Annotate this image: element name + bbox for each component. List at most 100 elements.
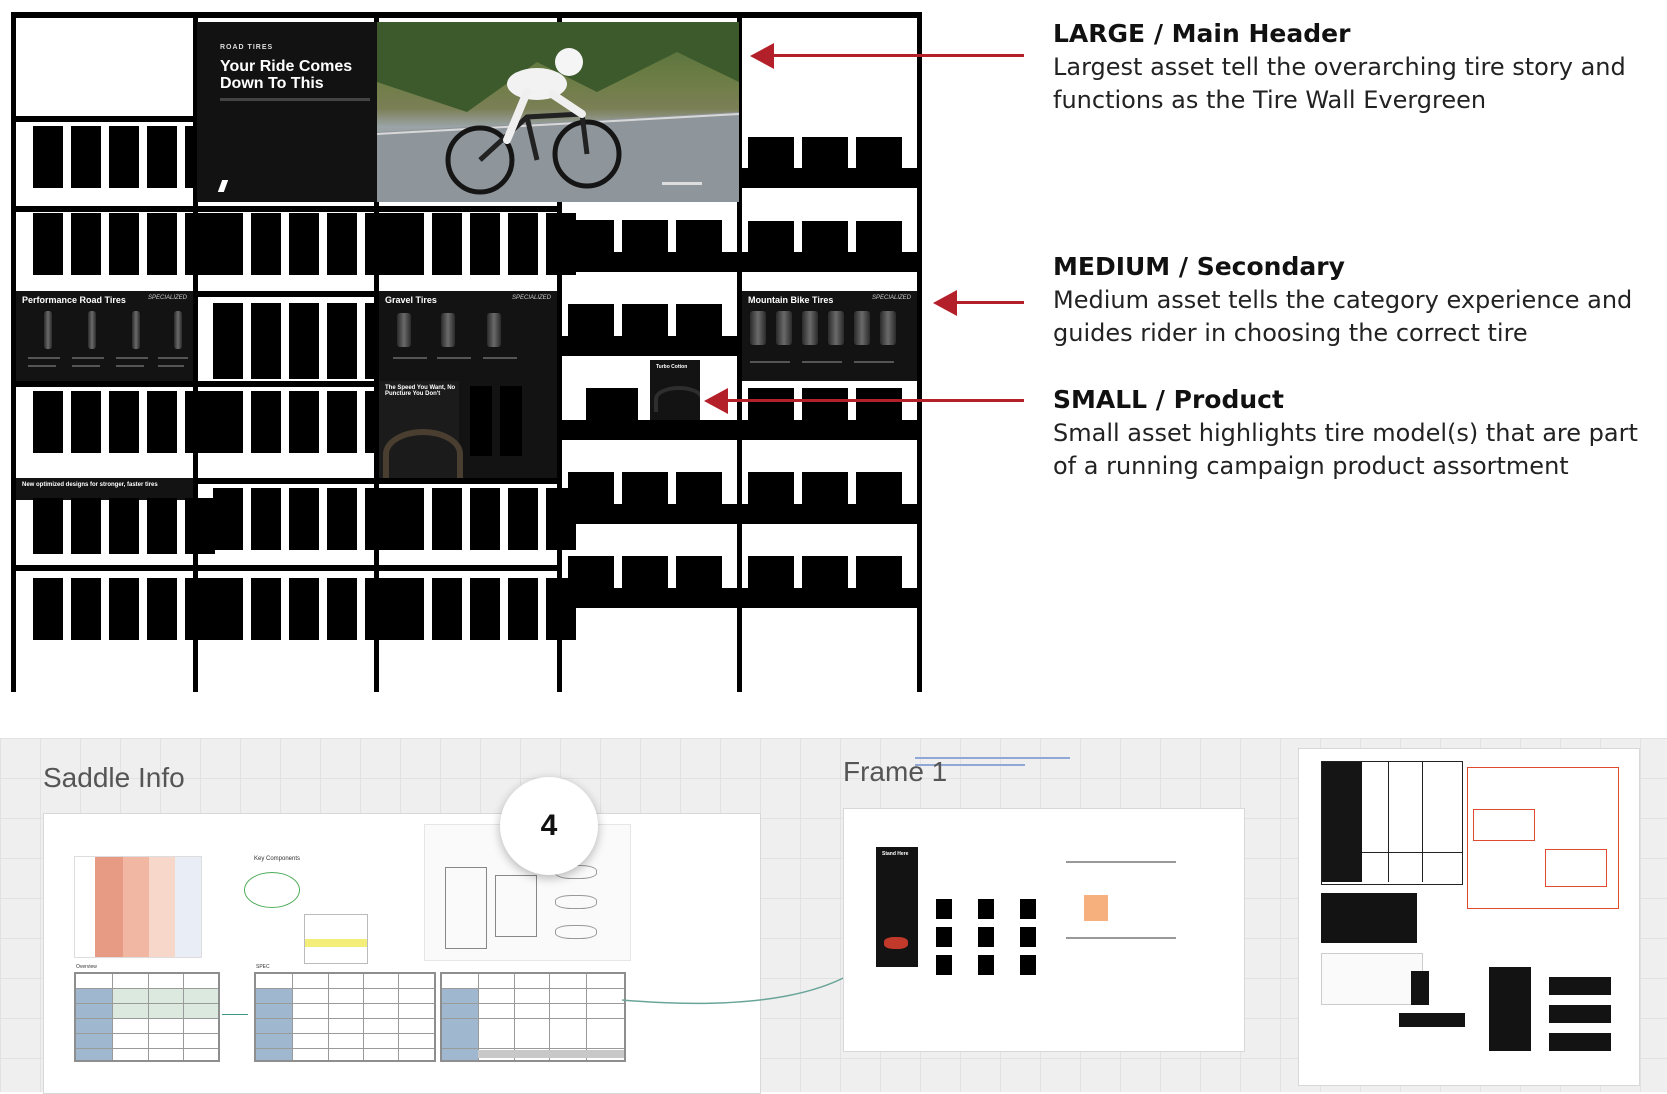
frame-sketch-board[interactable]: [1298, 748, 1640, 1086]
shelf: [742, 504, 917, 524]
annotation-heading: MEDIUM / Secondary: [1053, 252, 1345, 281]
flow-node: [1489, 967, 1531, 1051]
annotation-line: Largest asset tell the overarching tire …: [1053, 53, 1626, 81]
frame-1[interactable]: Stand Here: [843, 808, 1245, 1052]
green-circled-note: [244, 872, 300, 908]
annotation-line: Medium asset tells the category experien…: [1053, 286, 1633, 314]
overview-table: [74, 972, 220, 1062]
promo-panel: The Speed You Want, No Puncture You Don'…: [379, 381, 557, 478]
flow-node: [1399, 1013, 1465, 1027]
header-kicker: ROAD TIRES: [220, 44, 274, 51]
shelf: [379, 206, 557, 212]
annotation-small: SMALL / Product Small asset highlights t…: [1053, 383, 1667, 483]
panel-title: Turbo Cotton: [656, 364, 688, 370]
shelf: [16, 381, 193, 387]
tire-slot-row: [748, 221, 910, 255]
frame-label-saddle-info[interactable]: Saddle Info: [43, 762, 185, 793]
tire-slot-row: [748, 472, 910, 506]
frame-label-frame-1[interactable]: Frame 1: [843, 756, 948, 787]
tire-slot-row: [568, 472, 730, 506]
frame-saddle-info[interactable]: Key Components Overview SPEC: [43, 813, 761, 1094]
shelf: [562, 588, 737, 608]
tire-slot-row: [213, 303, 403, 379]
upright-post: [11, 12, 16, 692]
tire-slot-row: [394, 578, 584, 640]
main-header-panel: ROAD TIRES Your Ride Comes Down To This: [197, 22, 377, 202]
spec-label: SPEC: [256, 964, 270, 970]
overview-label: Overview: [76, 964, 97, 970]
frame1-rule: [1066, 937, 1176, 939]
header-subline: [220, 98, 370, 101]
shelf: [16, 116, 193, 122]
shelf: [16, 565, 193, 571]
flow-node: [1549, 977, 1611, 995]
shelf: [562, 252, 737, 272]
promo-title: The Speed You Want, No Puncture You Don'…: [385, 385, 456, 397]
stand-here-label: Stand Here: [882, 851, 909, 857]
key-components-title: Key Components: [254, 856, 301, 862]
arrow-small-line: [724, 399, 1024, 402]
panel-title: New optimized designs for stronger, fast…: [22, 482, 158, 488]
arrow-medium-line: [953, 301, 1024, 304]
saddle-comparison-table: [74, 856, 202, 958]
hero-cyclist-photo: [377, 22, 739, 202]
shelf: [16, 206, 193, 212]
tire-slot-row: [394, 488, 584, 550]
connector-arrow: [222, 1014, 248, 1015]
lower-left-panel: New optimized designs for stronger, fast…: [16, 478, 193, 500]
tire-slot-row: [568, 220, 730, 254]
tire-slot-row: [33, 391, 223, 453]
tire-wall-planogram: Performance Road Tires SPECIALIZED New o…: [0, 0, 940, 700]
performance-road-panel: Performance Road Tires SPECIALIZED: [16, 291, 193, 381]
tire-slot-row: [748, 556, 910, 590]
tire-slot-row: [213, 578, 403, 640]
mountain-bike-panel: Mountain Bike Tires SPECIALIZED: [742, 291, 917, 381]
upright-post: [557, 12, 562, 692]
gravel-panel: Gravel Tires SPECIALIZED: [379, 291, 557, 381]
shelf: [742, 588, 917, 608]
tire-slot-row: [213, 488, 403, 550]
tire-slot-row: [470, 386, 530, 456]
brand-logo: SPECIALIZED: [147, 295, 187, 301]
frame1-rule: [1066, 861, 1176, 863]
upright-post: [917, 12, 922, 692]
document-thumbnail: [1321, 953, 1423, 1005]
flow-node: [1411, 971, 1429, 1005]
shelf: [562, 336, 737, 356]
upright-post: [193, 12, 198, 692]
shelf: [379, 478, 557, 484]
shelf: [198, 206, 374, 212]
tire-slot-row: [213, 213, 403, 275]
header-headline: Your Ride Comes Down To This: [220, 58, 353, 92]
sketch-wireframe: [1467, 767, 1619, 909]
tire-slot-row: [33, 498, 223, 554]
brand-mark-icon: [217, 180, 229, 192]
annotation-medium: MEDIUM / Secondary Medium asset tells th…: [1053, 250, 1667, 350]
collaborator-count-badge[interactable]: 4: [500, 777, 598, 875]
annotation-line: of a running campaign product assortment: [1053, 452, 1569, 480]
annotation-line: guides rider in choosing the correct tir…: [1053, 319, 1528, 347]
brand-logo: SPECIALIZED: [511, 295, 551, 301]
tire-slot-row: [213, 391, 403, 453]
shelf: [198, 478, 374, 484]
shelf: [562, 504, 737, 524]
saddle-option-grid: [928, 849, 1056, 975]
annotation-heading: LARGE / Main Header: [1053, 19, 1351, 48]
shelf: [742, 252, 917, 272]
shelf: [198, 381, 374, 387]
tire-slot-row: [33, 126, 223, 188]
panel-title: Mountain Bike Tires: [748, 295, 834, 305]
stand-here-panel: Stand Here: [876, 847, 918, 967]
sketch-wireframe: [1473, 809, 1535, 841]
saddle-wall-mockup: [1321, 761, 1463, 885]
tire-slot-row: [586, 388, 646, 422]
panel-title: Gravel Tires: [385, 295, 437, 305]
tire-slot-row: [748, 137, 910, 171]
tire-slot-row: [33, 213, 223, 275]
shelf: [742, 420, 917, 440]
saddle-matcher-panel: [1321, 893, 1417, 943]
shelf: [198, 291, 374, 297]
flow-node: [1549, 1033, 1611, 1051]
tire-slot-row: [394, 213, 584, 275]
orange-swatch: [1084, 895, 1108, 921]
